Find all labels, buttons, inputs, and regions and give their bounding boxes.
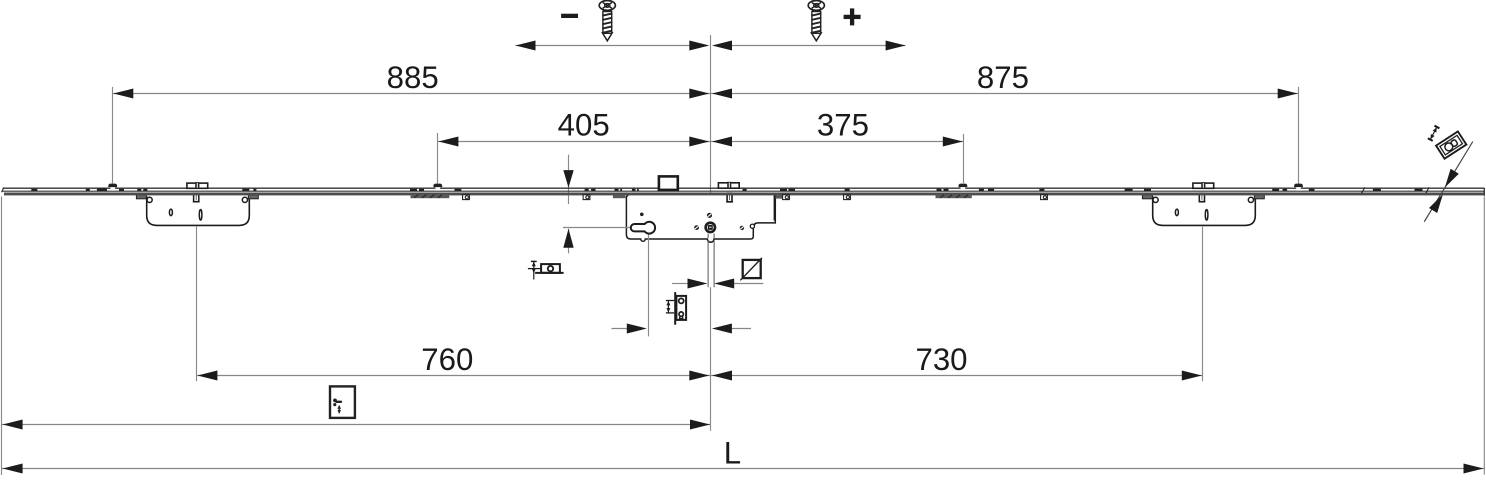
svg-text:875: 875 <box>977 60 1029 95</box>
svg-text:760: 760 <box>421 342 473 377</box>
svg-text:885: 885 <box>387 60 439 95</box>
svg-text:405: 405 <box>558 108 610 143</box>
svg-text:375: 375 <box>817 108 869 143</box>
svg-text:730: 730 <box>915 342 967 377</box>
svg-text:L: L <box>724 435 741 470</box>
